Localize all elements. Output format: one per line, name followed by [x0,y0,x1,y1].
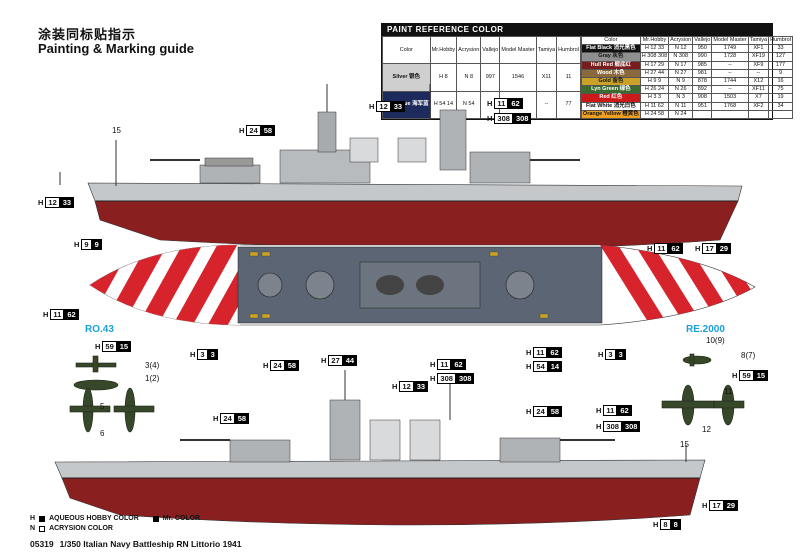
paint-cell-humbrol: 77 [556,90,581,119]
ro43-plane-views [69,355,155,433]
title-chinese: 涂装同标贴指示 [38,27,137,42]
paint-col-header: Mr.Hobby [429,35,458,65]
title-english: Painting & Marking guide [38,41,195,56]
paint-cell-mm: 1546 [499,63,537,92]
part-number-12: 12 [702,425,711,434]
part-number-5: 5 [100,402,105,411]
side-view-upper [59,84,743,250]
part-number-10-9: 10(9) [706,336,725,345]
part-number-11: 11 [724,387,733,396]
footer: 05319 1/350 Italian Navy Battleship RN L… [30,539,242,549]
legend-hobby: H AQUEOUS HOBBY COLOR Mr. COLOR [30,515,201,522]
paint-cell-tamiya [747,109,770,119]
paint-cell-tamiya: -- [535,90,558,119]
part-number-15-top: 15 [112,126,121,135]
paint-swatch: Silver 银色 [382,63,431,92]
paint-cell-tamiya: X11 [535,63,558,92]
paint-col-header: Tamiya [535,35,558,65]
footer-title: 1/350 Italian Navy Battleship RN Littori… [59,539,242,549]
plane-label-ro43: RO.43 [85,324,114,335]
footer-code: 05319 [30,539,54,549]
paint-cell-hobby: H 24 58 [639,109,670,119]
part-number-1-2: 1(2) [145,374,160,383]
paint-cell-humbrol [768,109,793,119]
paint-table-title: PAINT REFERENCE COLOR [381,23,773,36]
plane-label-re2000: RE.2000 [686,324,725,335]
plan-view [89,244,756,326]
side-view-lower [54,370,706,526]
part-number-8-7: 8(7) [741,351,756,360]
re2000-plane-views [661,353,745,426]
legend-acrysion: N ACRYSION COLOR [30,525,113,532]
part-number-6: 6 [100,429,105,438]
part-number-15-bottom: 15 [680,440,689,449]
paint-col-header: Color [382,35,431,65]
part-number-3-4: 3(4) [145,361,160,370]
